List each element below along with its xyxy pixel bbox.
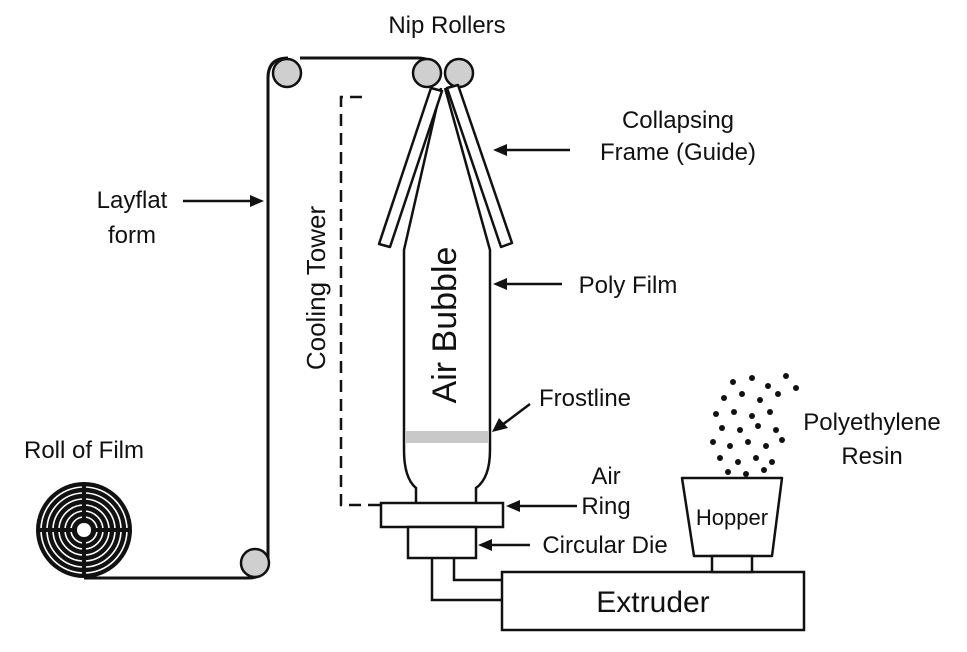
nip-roller-left	[411, 57, 443, 89]
film-path	[84, 56, 440, 580]
collapsing-frame-right	[445, 83, 514, 249]
extruder	[500, 570, 806, 632]
die-feed-pipe-outer	[430, 558, 502, 602]
air-ring	[379, 501, 505, 529]
air-ring-label-line1: Air	[591, 463, 620, 490]
layflat-label-line1: Layflat	[97, 187, 168, 214]
collapsing-frame-label-line1: Collapsing	[622, 107, 734, 134]
resin-pellets	[710, 373, 799, 477]
guide-roller-top	[271, 57, 303, 89]
circular-die-label: Circular Die	[542, 532, 667, 559]
poly-film-label: Poly Film	[579, 272, 678, 299]
extruder-label: Extruder	[596, 586, 709, 619]
die-feed-pipe-inner	[452, 558, 502, 582]
air-bubble-label: Air Bubble	[426, 247, 464, 404]
polyethylene-resin-label-line2: Resin	[841, 443, 902, 470]
roll-of-film	[36, 482, 132, 578]
air-ring-label-line2: Ring	[581, 493, 630, 520]
air-bubble	[402, 87, 492, 505]
collapsing-frame-left	[377, 86, 444, 249]
hopper	[680, 476, 784, 558]
cooling-tower-label: Cooling Tower	[301, 206, 331, 371]
collapsing-frame-label-line2: Frame (Guide)	[600, 139, 756, 166]
hopper-neck	[710, 554, 754, 574]
roll-of-film-label: Roll of Film	[24, 437, 144, 464]
guide-roller-bottom	[239, 547, 271, 579]
circular-die	[406, 525, 478, 560]
nip-roller-right	[443, 57, 475, 89]
frostline-label: Frostline	[539, 385, 631, 412]
nip-rollers-label: Nip Rollers	[388, 12, 505, 39]
hopper-label: Hopper	[696, 505, 768, 530]
frostline-band	[405, 431, 489, 443]
polyethylene-resin-label-line1: Polyethylene	[803, 409, 940, 436]
frostline-arrow	[501, 403, 531, 426]
layflat-label-line2: form	[108, 222, 156, 249]
pointer-arrows	[183, 144, 577, 551]
cooling-tower-outline	[339, 95, 381, 507]
